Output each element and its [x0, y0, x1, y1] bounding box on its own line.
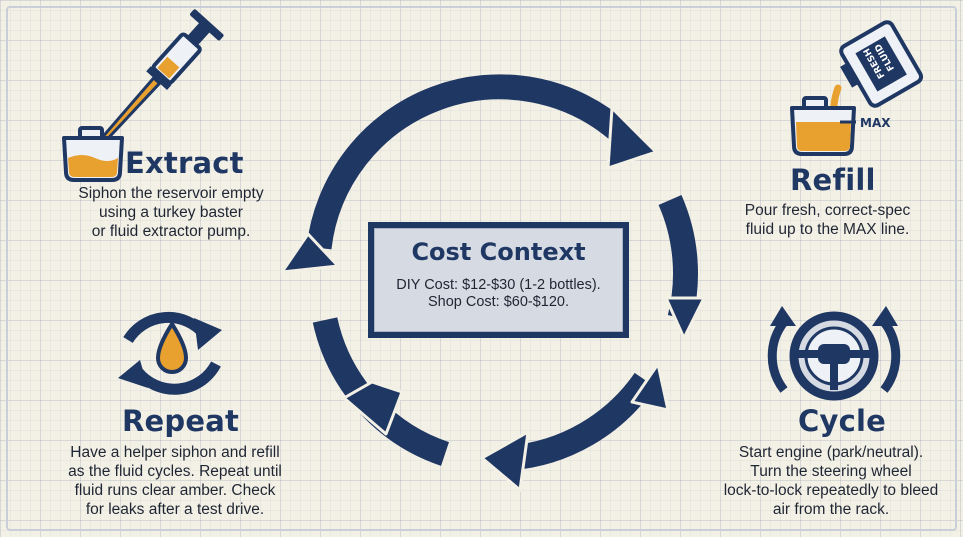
- ring-arc-bottom-right: [508, 372, 656, 471]
- repeat-line: for leaks after a test drive.: [85, 501, 265, 518]
- repeat-line: Have a helper siphon and refill: [70, 444, 280, 461]
- steering-wheel-icon: [767, 306, 901, 401]
- cycle-arrowhead-bottom-left: [342, 380, 404, 436]
- cycle-arrowhead-top-right: [606, 106, 658, 170]
- diy-cost-text: DIY Cost: $12-$30 (1-2 bottles).: [396, 277, 601, 293]
- cycle-step-title: Cycle: [798, 404, 886, 438]
- extract-line: Siphon the reservoir empty: [78, 185, 264, 202]
- reservoir-icon: [62, 126, 124, 182]
- refill-step-title: Refill: [790, 163, 876, 197]
- refill-line: fluid up to the MAX line.: [745, 221, 910, 238]
- repeat-step-description: Have a helper siphon and refill as the f…: [40, 443, 310, 519]
- cycle-arrowhead-right: [664, 296, 706, 340]
- cost-lines: DIY Cost: $12-$30 (1-2 bottles). Shop Co…: [375, 277, 622, 311]
- cost-context-box: Cost Context DIY Cost: $12-$30 (1-2 bott…: [368, 222, 629, 338]
- repeat-step-title: Repeat: [122, 404, 240, 438]
- repeat-line: as the fluid cycles. Repeat until: [68, 463, 282, 480]
- cycle-arrowhead-bottom: [480, 430, 530, 492]
- oil-drop-cycle-icon: [118, 311, 222, 395]
- refill-step-description: Pour fresh, correct-spec fluid up to the…: [700, 201, 955, 239]
- extract-line: using a turkey baster: [99, 204, 243, 221]
- max-label: MAX: [860, 116, 891, 130]
- cycle-arrowhead-bottom-right: [630, 362, 670, 412]
- refill-line: Pour fresh, correct-spec: [744, 202, 911, 219]
- extract-step-description: Siphon the reservoir empty using a turke…: [40, 184, 302, 241]
- cycle-line: air from the rack.: [772, 501, 890, 518]
- fluid-bottle-icon: FRESH FLUID: [830, 20, 924, 128]
- cycle-step-description: Start engine (park/neutral). Turn the st…: [705, 443, 957, 519]
- extract-step-title: Extract: [125, 146, 244, 180]
- cycle-line: lock-to-lock repeatedly to bleed: [723, 482, 939, 499]
- extract-line: or fluid extractor pump.: [91, 223, 251, 240]
- repeat-line: fluid runs clear amber. Check: [74, 482, 276, 499]
- cycle-line: Turn the steering wheel: [750, 463, 912, 480]
- cycle-line: Start engine (park/neutral).: [738, 444, 924, 461]
- cost-context-title: Cost Context: [411, 238, 586, 266]
- cycle-arrowhead-left: [280, 232, 340, 274]
- cost-context-panel: Cost Context DIY Cost: $12-$30 (1-2 bott…: [374, 228, 623, 332]
- ring-arc-top: [306, 74, 631, 250]
- shop-cost-text: Shop Cost: $60-$120.: [427, 294, 570, 310]
- refill-reservoir-icon: MAX: [790, 96, 891, 156]
